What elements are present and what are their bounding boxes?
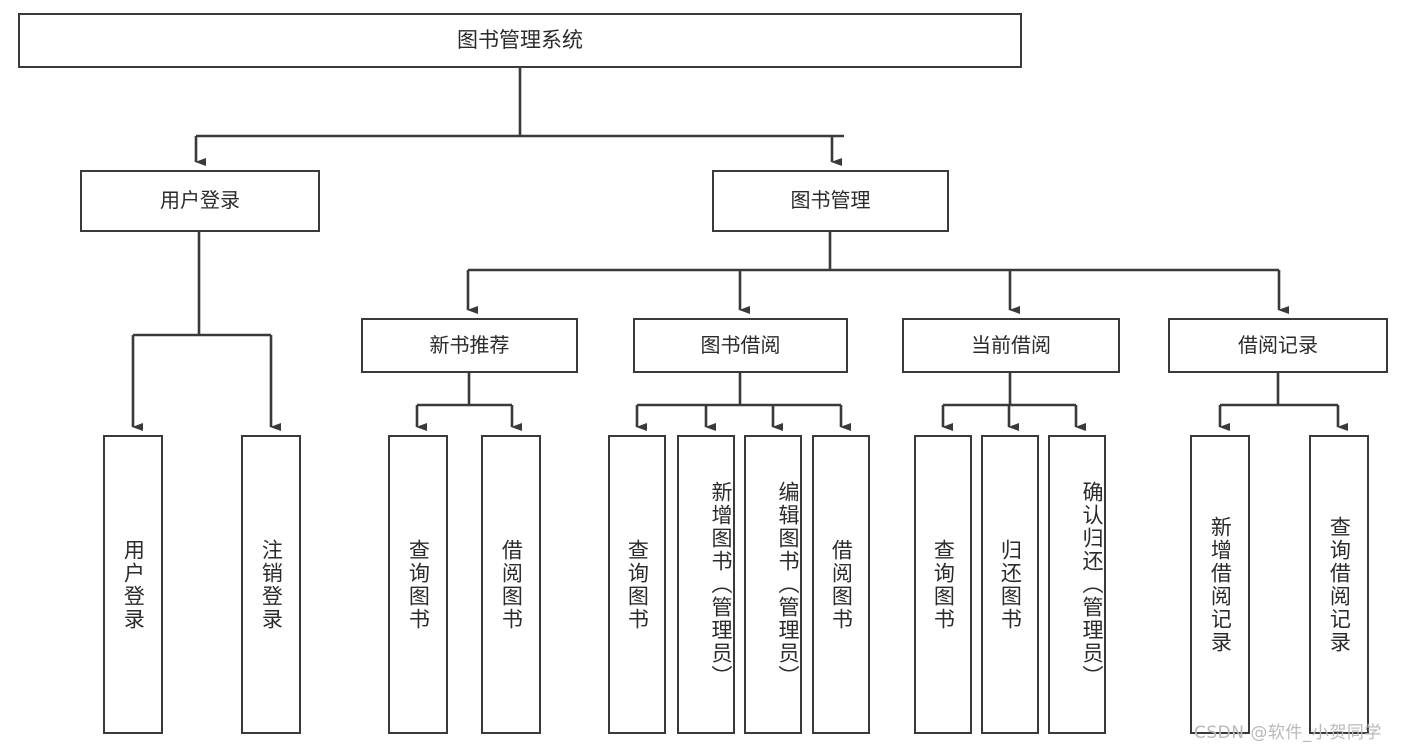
- leaf-book-borrow-add[interactable]: 新增图书（管理员）: [677, 435, 735, 734]
- leaf-new-book-borrow[interactable]: 借阅图书: [481, 435, 541, 734]
- node-book-manage-label: 图书管理: [790, 188, 871, 213]
- leaf-label: 归还图书: [998, 538, 1023, 631]
- node-root-label: 图书管理系统: [457, 28, 583, 53]
- leaf-label: 注销登录: [259, 538, 284, 631]
- leaf-book-borrow-edit[interactable]: 编辑图书（管理员）: [744, 435, 802, 734]
- leaf-borrow-record-query[interactable]: 查询借阅记录: [1309, 435, 1369, 734]
- leaf-book-borrow-borrow[interactable]: 借阅图书: [812, 435, 870, 734]
- leaf-label: 新增图书（管理员）: [709, 481, 733, 688]
- node-book-borrow[interactable]: 图书借阅: [633, 318, 848, 373]
- node-book-manage[interactable]: 图书管理: [712, 170, 949, 232]
- leaf-book-borrow-query[interactable]: 查询图书: [608, 435, 666, 734]
- watermark: CSDN @软件_小贺同学: [1194, 723, 1382, 743]
- leaf-label: 查询图书: [931, 538, 956, 631]
- node-borrow-record[interactable]: 借阅记录: [1168, 318, 1388, 373]
- leaf-label: 查询图书: [406, 538, 431, 631]
- leaf-current-borrow-confirm[interactable]: 确认归还（管理员）: [1048, 435, 1106, 734]
- leaf-label: 编辑图书（管理员）: [776, 481, 800, 688]
- leaf-user-login-login[interactable]: 用户登录: [103, 435, 163, 734]
- leaf-label: 确认归还（管理员）: [1080, 481, 1104, 688]
- node-new-book-recommend[interactable]: 新书推荐: [361, 318, 578, 373]
- node-current-borrow-label: 当前借阅: [971, 332, 1051, 357]
- node-root[interactable]: 图书管理系统: [18, 13, 1022, 68]
- node-user-login-label: 用户登录: [160, 188, 240, 213]
- leaf-borrow-record-add[interactable]: 新增借阅记录: [1190, 435, 1250, 734]
- leaf-label: 借阅图书: [499, 538, 524, 631]
- node-new-book-recommend-label: 新书推荐: [429, 332, 510, 357]
- node-user-login[interactable]: 用户登录: [80, 170, 320, 232]
- leaf-current-borrow-return[interactable]: 归还图书: [981, 435, 1039, 734]
- node-borrow-record-label: 借阅记录: [1238, 332, 1318, 357]
- leaf-label: 查询图书: [625, 538, 650, 631]
- leaf-label: 查询借阅记录: [1327, 515, 1352, 654]
- node-current-borrow[interactable]: 当前借阅: [902, 318, 1120, 373]
- leaf-current-borrow-query[interactable]: 查询图书: [914, 435, 972, 734]
- leaf-label: 借阅图书: [829, 538, 854, 631]
- leaf-label: 新增借阅记录: [1208, 515, 1233, 654]
- node-book-borrow-label: 图书借阅: [700, 332, 781, 357]
- leaf-user-login-logout[interactable]: 注销登录: [241, 435, 301, 734]
- leaf-new-book-query[interactable]: 查询图书: [388, 435, 448, 734]
- leaf-label: 用户登录: [121, 538, 146, 631]
